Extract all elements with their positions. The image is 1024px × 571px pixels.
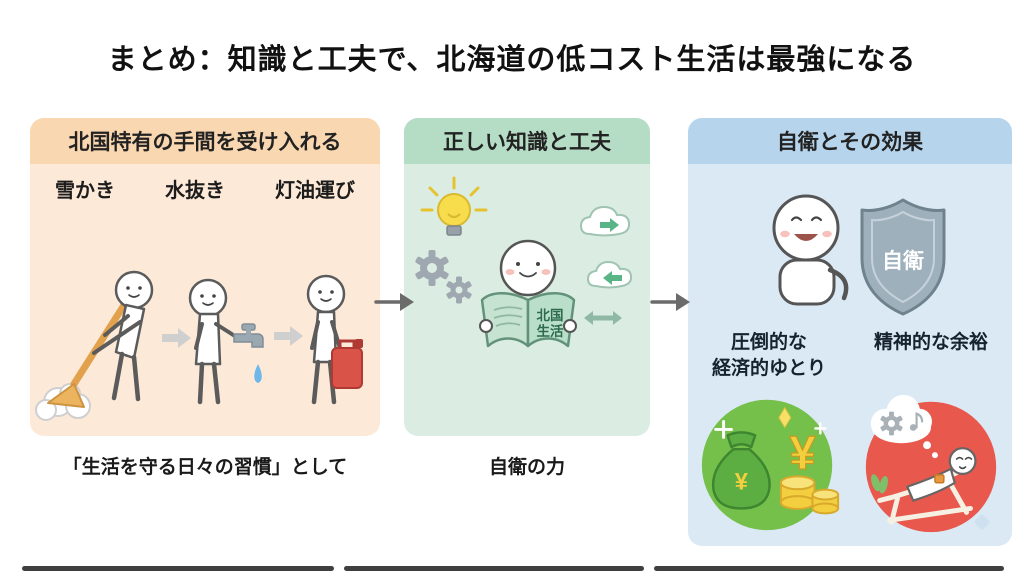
bottom-edge-strip — [654, 566, 1004, 571]
panel-knowledge: 正しい知識と工夫 — [404, 118, 650, 436]
flow-arrow-icon — [374, 293, 414, 311]
task-label-row: 雪かき 水抜き 灯油運び — [30, 174, 380, 203]
shield-person-illustration: 自衛 — [772, 194, 946, 316]
water-draining-figure-icon — [188, 278, 264, 405]
gear-icon — [415, 250, 449, 286]
book-title-line1: 北国 — [537, 308, 564, 323]
benefit-labels-row: 圧倒的な 経済的ゆとり 精神的な余裕 — [688, 330, 1012, 382]
task-label-water-draining: 水抜き — [165, 180, 225, 202]
water-drop-icon — [254, 364, 262, 383]
shield-label: 自衛 — [882, 249, 924, 273]
money-bag-icon: ¥ — [711, 431, 771, 510]
shield-icon: 自衛 — [860, 198, 946, 316]
knowledge-caption: 自衛の力 — [488, 457, 565, 478]
snow-shoveling-figure-icon — [35, 270, 154, 421]
chores-illustration — [35, 270, 363, 421]
broom-handle-icon — [70, 298, 130, 388]
bottom-edge-strip — [344, 566, 644, 571]
thought-cloud-icon — [586, 260, 633, 289]
lightbulb-icon — [420, 176, 488, 236]
benefit-mental-label: 精神的な余裕 — [873, 332, 988, 353]
relax-illustration — [865, 394, 997, 533]
faucet-icon — [233, 323, 264, 348]
money-illustration: ¥ ¥ — [701, 399, 840, 531]
accept-caption: 「生活を守る日々の習慣」として — [62, 457, 348, 478]
bottom-edge-strip — [22, 566, 334, 571]
sparkle-icon — [714, 406, 827, 439]
big-yen-symbol: ¥ — [789, 427, 816, 480]
coffee-cup-icon — [934, 474, 945, 484]
open-book-icon: 北国 生活 — [479, 292, 577, 348]
task-label-snow-shoveling: 雪かき — [55, 180, 115, 202]
music-note-icon — [909, 412, 924, 431]
kerosene-carrying-figure-icon — [306, 274, 363, 405]
thought-cloud-icon — [870, 394, 938, 459]
plant-icon — [871, 474, 888, 494]
panel-accept-chores: 北国特有の手間を受け入れる 雪かき 水抜き 灯油運び — [30, 118, 380, 436]
gear-icon — [880, 411, 903, 436]
bag-yen-symbol: ¥ — [735, 470, 749, 496]
broom-head-icon — [47, 383, 85, 408]
coin-stack-icon — [779, 475, 840, 515]
thought-cloud-icon — [579, 205, 631, 237]
step-arrow-icon — [274, 326, 303, 346]
page-title: まとめ：知識と工夫で、北海道の低コスト生活は最強になる — [107, 44, 917, 76]
idea-arrow-icon — [603, 271, 622, 285]
reading-person-icon — [499, 239, 557, 297]
panel-defense-header: 自衛とその効果 — [688, 118, 1012, 164]
kerosene-can-icon — [331, 339, 363, 389]
panel-knowledge-header: 正しい知識と工夫 — [404, 118, 650, 164]
book-title-line2: 生活 — [537, 323, 565, 339]
task-label-kerosene-carrying: 灯油運び — [275, 180, 355, 202]
benefit-economic-label: 圧倒的な 経済的ゆとり — [711, 332, 826, 379]
gear-icon — [446, 276, 472, 304]
relaxing-person-icon — [906, 447, 977, 502]
panel-accept-header: 北国特有の手間を受け入れる — [30, 118, 380, 164]
knowledge-illustration: 北国 生活 — [415, 176, 633, 348]
panel-defense-effects: 自衛とその効果 自衛 圧倒的な 経済的ゆとり — [688, 118, 1012, 546]
step-arrow-icon — [162, 328, 191, 348]
confident-person-icon — [772, 194, 849, 306]
exchange-arrow-icon — [584, 311, 622, 325]
idea-arrow-icon — [600, 218, 619, 232]
flow-arrow-icon — [650, 293, 690, 311]
